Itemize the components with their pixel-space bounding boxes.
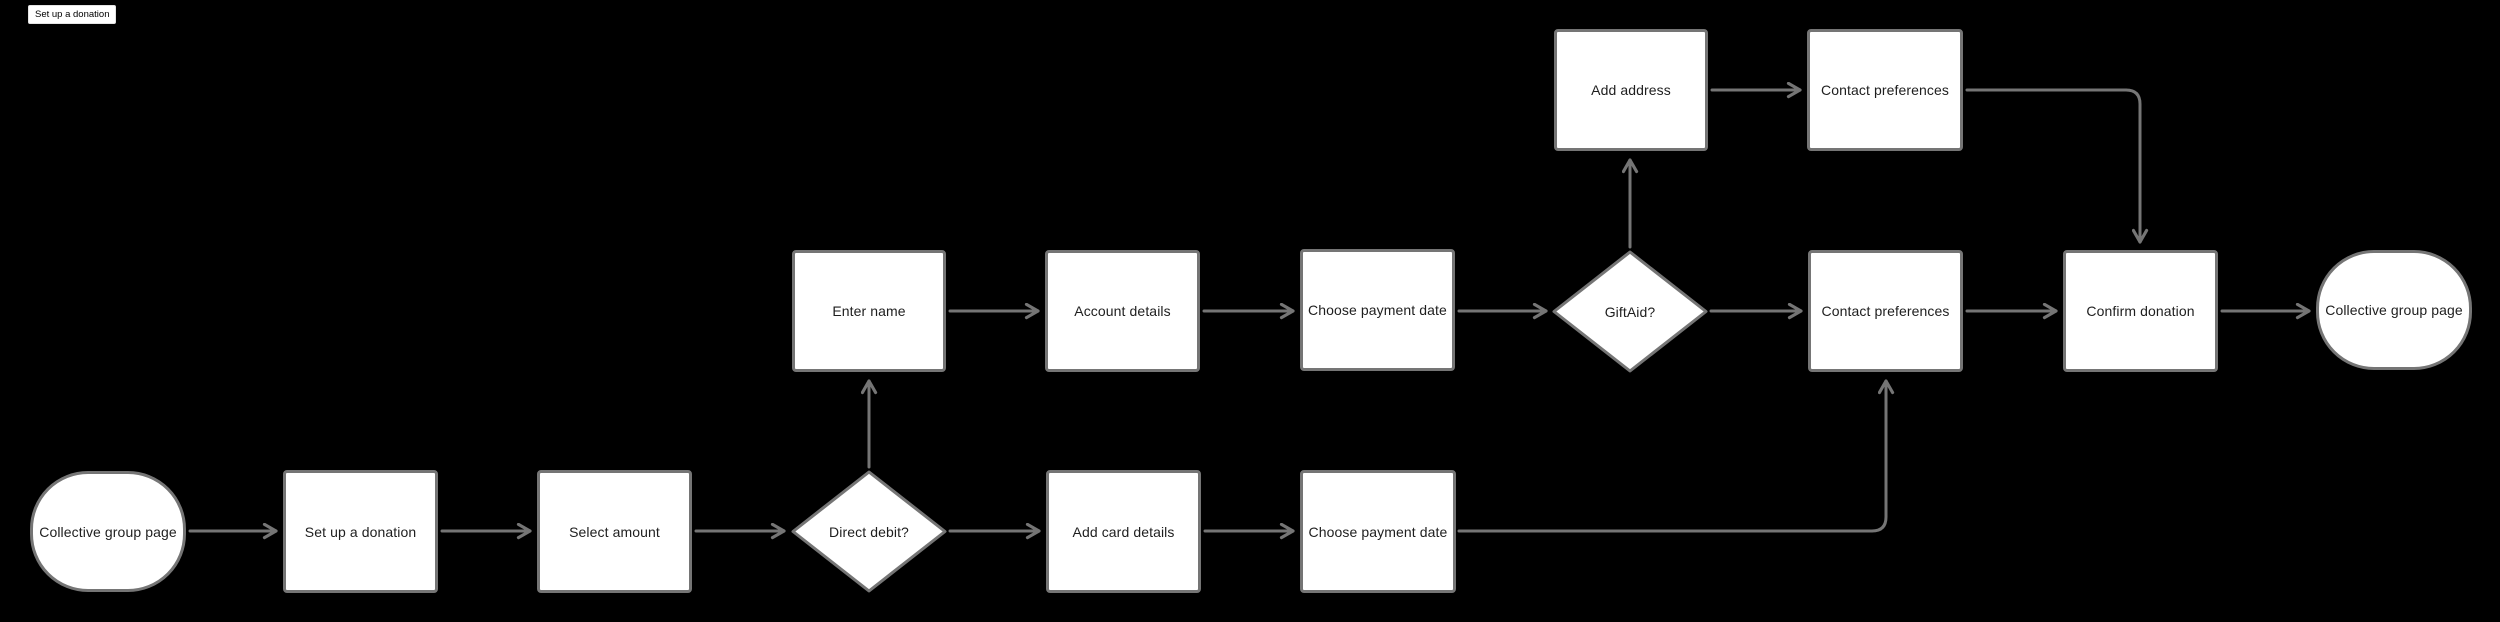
node-label: Enter name — [832, 303, 906, 319]
connector-contactprefs-to-confirm-top[interactable] — [1965, 88, 2149, 244]
node-label: Select amount — [569, 523, 660, 540]
node-label: Contact preferences — [1821, 303, 1950, 319]
node-add-address[interactable]: Add address — [1554, 29, 1708, 151]
node-set-up-a-donation[interactable]: Set up a donation — [283, 470, 438, 593]
node-choose-payment-date-dd[interactable]: Choose payment date — [1300, 249, 1455, 371]
node-direct-debit-decision[interactable]: Direct debit? — [791, 470, 947, 593]
node-contact-preferences-giftaid[interactable]: Contact preferences — [1807, 29, 1963, 151]
node-collective-group-page-end[interactable]: Collective group page — [2316, 250, 2472, 370]
node-label: Collective group page — [39, 523, 177, 540]
node-label: Add card details — [1072, 523, 1175, 540]
node-label: GiftAid? — [1604, 303, 1656, 320]
node-choose-payment-date-card[interactable]: Choose payment date — [1300, 470, 1456, 593]
node-label: Contact preferences — [1821, 82, 1949, 98]
node-add-card-details[interactable]: Add card details — [1046, 470, 1201, 593]
node-label: Choose payment date — [1308, 302, 1447, 318]
node-account-details[interactable]: Account details — [1045, 250, 1200, 372]
node-label: Set up a donation — [304, 523, 417, 540]
node-label: Account details — [1074, 303, 1171, 319]
diamond-shape — [1552, 250, 1708, 373]
node-enter-name[interactable]: Enter name — [792, 250, 946, 372]
diamond-shape — [791, 470, 947, 593]
node-confirm-donation[interactable]: Confirm donation — [2063, 250, 2218, 372]
node-giftaid-decision[interactable]: GiftAid? — [1552, 250, 1708, 373]
node-label: Confirm donation — [2086, 303, 2195, 319]
node-select-amount[interactable]: Select amount — [537, 470, 692, 593]
node-contact-preferences-main[interactable]: Contact preferences — [1808, 250, 1963, 372]
node-label: Add address — [1591, 82, 1671, 98]
connector-choosedate-to-contactprefs[interactable] — [1457, 379, 1895, 533]
node-label: Direct debit? — [829, 523, 909, 540]
node-label: Collective group page — [2325, 302, 2463, 318]
node-collective-group-page-start[interactable]: Collective group page — [30, 471, 186, 592]
node-label: Choose payment date — [1308, 523, 1448, 540]
page-title-chip[interactable]: Set up a donation — [28, 5, 117, 24]
